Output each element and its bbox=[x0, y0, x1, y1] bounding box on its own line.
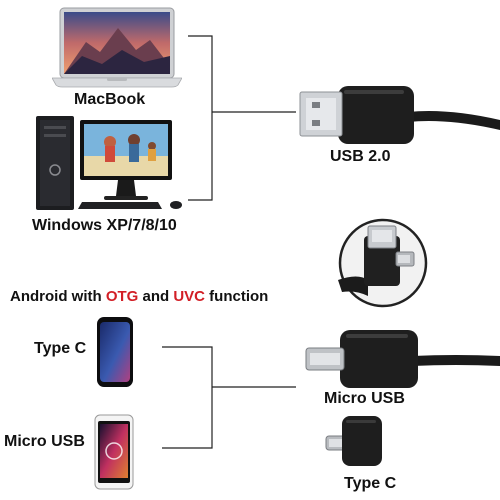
bottom-bracket-line bbox=[162, 346, 213, 449]
android-title-suffix: function bbox=[205, 288, 269, 305]
adapter-closeup-image bbox=[338, 218, 428, 308]
otg-highlight: OTG bbox=[105, 288, 139, 305]
android-title-and: and bbox=[138, 288, 174, 305]
top-bracket-line bbox=[188, 35, 213, 201]
windows-pc-image bbox=[36, 116, 182, 210]
macbook-label: MacBook bbox=[74, 91, 146, 108]
uvc-highlight: UVC bbox=[173, 288, 206, 305]
android-title-prefix: Android with bbox=[10, 288, 106, 305]
type-c-adapter-image bbox=[325, 416, 382, 466]
windows-label: Windows XP/7/8/10 bbox=[32, 217, 177, 234]
usb-plug-image bbox=[299, 86, 500, 144]
micro-usb-phone-image bbox=[94, 414, 134, 490]
micro-usb-label: Micro USB bbox=[324, 390, 405, 407]
phone-type-c-label: Type C bbox=[34, 340, 87, 357]
type-c-label: Type C bbox=[344, 475, 397, 492]
phone-micro-usb-label: Micro USB bbox=[4, 433, 85, 450]
android-title: Android with OTG and UVC function bbox=[10, 289, 268, 304]
type-c-phone-image bbox=[97, 317, 133, 387]
macbook-image bbox=[52, 7, 182, 88]
micro-usb-plug-image bbox=[305, 330, 500, 388]
usb2-label: USB 2.0 bbox=[330, 148, 391, 165]
